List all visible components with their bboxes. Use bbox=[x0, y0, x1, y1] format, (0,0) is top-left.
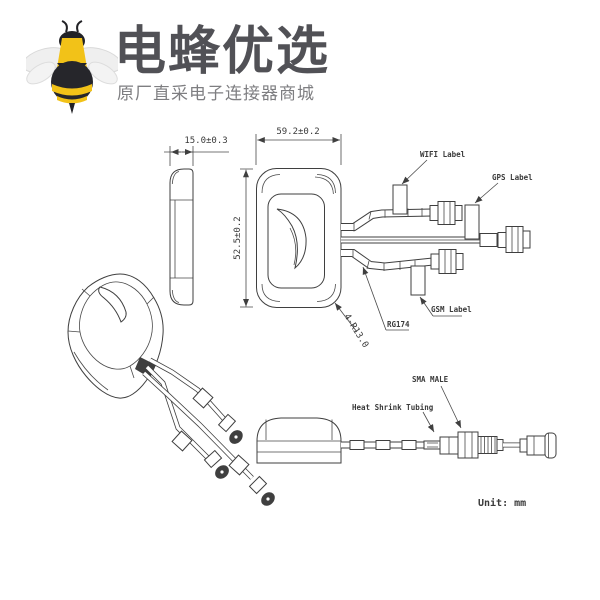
tubing-label-text: Heat Shrink Tubing bbox=[352, 403, 434, 412]
iso-label-tag bbox=[192, 387, 214, 409]
gsm-sma-connector bbox=[430, 249, 464, 274]
gps-label-tag bbox=[464, 204, 480, 240]
end-connector bbox=[519, 432, 557, 459]
gsm-label-tag bbox=[410, 265, 426, 296]
dimension-side-width: 15.0±0.3 bbox=[164, 136, 229, 166]
logo: 电蜂优选 原厂直采电子连接器商城 bbox=[0, 0, 600, 118]
sma-male-callout: SMA MALE bbox=[412, 375, 462, 429]
logo-title: 电蜂优选 bbox=[114, 23, 331, 81]
wifi-label-tag bbox=[392, 184, 408, 215]
gps-sma-connector bbox=[497, 226, 531, 253]
heat-shrink-tubing bbox=[423, 440, 441, 450]
sma-male-connector bbox=[439, 431, 504, 459]
cable-gps bbox=[341, 226, 531, 253]
gsm-label-callout: GSM Label bbox=[419, 296, 472, 317]
iso-sma-connector bbox=[217, 413, 243, 444]
tubing-callout: Heat Shrink Tubing bbox=[352, 403, 435, 433]
wifi-label-text: WIFI Label bbox=[420, 150, 465, 159]
sma-male-label-text: SMA MALE bbox=[412, 375, 449, 384]
cable-gsm bbox=[341, 249, 464, 296]
bottom-view bbox=[256, 417, 557, 464]
iso-view bbox=[67, 273, 275, 506]
front-view bbox=[256, 168, 342, 308]
iso-label-tag bbox=[171, 430, 193, 452]
gps-label-callout: GPS Label bbox=[474, 173, 533, 204]
iso-crescent-emblem bbox=[98, 286, 127, 323]
side-view bbox=[169, 168, 194, 306]
front-height-dimension: 52.5±0.2 bbox=[233, 216, 243, 259]
unit-note: Unit: mm bbox=[478, 497, 526, 509]
front-width-dimension: 59.2±0.2 bbox=[276, 127, 319, 137]
bee-wings bbox=[26, 47, 118, 85]
iso-cables bbox=[142, 357, 254, 480]
crescent-emblem bbox=[276, 208, 307, 270]
dimension-front-height: 52.5±0.2 bbox=[233, 168, 253, 308]
cable-type-text: RG174 bbox=[387, 320, 410, 329]
dimension-front-width: 59.2±0.2 bbox=[255, 127, 342, 165]
logo-subtitle: 原厂直采电子连接器商城 bbox=[117, 84, 315, 103]
cable-type-callout: RG174 bbox=[362, 266, 410, 331]
corner-radius-callout: 4-R13.0 bbox=[334, 302, 370, 350]
gsm-label-text: GSM Label bbox=[431, 305, 472, 314]
gps-label-text: GPS Label bbox=[492, 173, 533, 182]
wifi-label-callout: WIFI Label bbox=[401, 150, 465, 185]
cable-wifi bbox=[341, 184, 463, 232]
iso-sma-connector bbox=[248, 475, 275, 506]
iso-sma-connector bbox=[203, 449, 229, 479]
wifi-sma-connector bbox=[429, 201, 463, 225]
corner-radius-text: 4-R13.0 bbox=[341, 312, 370, 349]
bee-icon bbox=[26, 20, 118, 114]
iso-label-tag bbox=[228, 454, 250, 476]
side-width-dimension: 15.0±0.3 bbox=[184, 136, 227, 146]
